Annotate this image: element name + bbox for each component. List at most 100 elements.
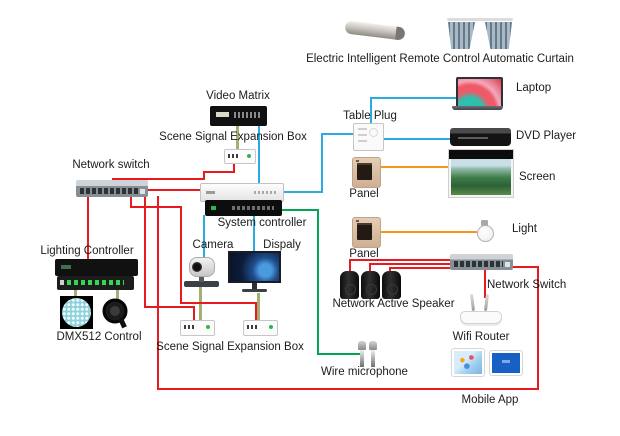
wire-segment — [378, 231, 477, 233]
label-camera: Camera — [192, 239, 234, 251]
router-antenna — [469, 293, 476, 312]
curtain-rod — [447, 18, 513, 21]
system-controller-icon — [205, 200, 282, 216]
wire-segment — [389, 267, 452, 269]
network-switch-right-icon — [450, 254, 513, 270]
bulb-cap — [481, 220, 488, 226]
camera-base — [184, 281, 219, 287]
curtains-icon — [447, 18, 513, 50]
monitor-screen — [228, 251, 281, 283]
wire-segment — [381, 138, 451, 140]
tablet-icon — [489, 350, 523, 376]
wire-segment — [258, 125, 260, 184]
wire-segment — [253, 215, 255, 253]
wire-segment — [484, 270, 486, 298]
wall-panel-icon — [352, 217, 381, 248]
wire-segment — [147, 189, 201, 191]
wire-segment — [370, 97, 372, 125]
label-laptop: Laptop — [516, 82, 552, 94]
scene-expansion-box-icon — [180, 320, 215, 336]
wire-segment — [74, 289, 77, 298]
wire-segment — [157, 196, 159, 390]
wire-segment — [321, 133, 323, 193]
label-wifi-router: Wifi Router — [452, 331, 510, 343]
label-network-switch-right: Network Switch — [487, 279, 567, 291]
label-network-switch-left: Network switch — [72, 159, 150, 171]
label-panel-2: Panel — [349, 248, 379, 260]
speaker-icon — [382, 271, 401, 299]
wire-segment — [257, 293, 260, 321]
dvd-player-icon — [450, 128, 511, 146]
laptop-base — [452, 106, 503, 110]
wire-segment — [180, 302, 257, 304]
wire-segment — [203, 171, 205, 179]
monitor-foot — [242, 289, 267, 292]
label-display: Dispaly — [263, 239, 301, 251]
video-matrix-icon — [210, 106, 267, 126]
laptop-icon — [452, 77, 503, 111]
lighting-controller-icon — [55, 259, 138, 276]
curtain-panel-left — [448, 22, 475, 49]
wire-segment — [317, 353, 360, 355]
microphone-icon — [369, 341, 377, 368]
wire-segment — [112, 178, 205, 180]
wire-segment — [389, 267, 391, 273]
stage-light-glyph — [102, 298, 128, 329]
wire-segment — [87, 196, 89, 261]
wire-segment — [349, 259, 452, 261]
wire-segment — [370, 97, 456, 99]
wire-segment — [378, 166, 449, 168]
wire-segment — [321, 133, 353, 135]
wire-segment — [255, 302, 257, 321]
label-screen: Screen — [519, 171, 556, 183]
mic-head — [369, 341, 377, 350]
label-curtain: Electric Intelligent Remote Control Auto… — [306, 53, 574, 65]
label-video-matrix: Video Matrix — [206, 90, 270, 102]
mic-body — [371, 350, 375, 367]
wire-segment — [317, 209, 319, 355]
label-lighting-controller: Lighting Controller — [40, 245, 134, 257]
label-dvd-player: DVD Player — [516, 130, 577, 142]
laptop-screen — [456, 77, 503, 108]
curtain-panel-right — [485, 22, 512, 49]
dmx-led-unit-icon — [57, 276, 134, 290]
wire-segment — [193, 306, 195, 321]
wire-segment — [282, 209, 319, 211]
wire-segment — [513, 266, 539, 268]
tablet-screen — [492, 353, 520, 373]
microphone-icon — [358, 341, 366, 368]
wire-segment — [157, 388, 539, 390]
speaker-icon — [361, 271, 380, 299]
label-speakers: Network Active Speaker — [332, 298, 455, 310]
curtain-motor-icon — [343, 16, 409, 48]
wire-segment — [180, 206, 182, 304]
wire-segment — [537, 266, 539, 390]
wire-segment — [369, 263, 452, 265]
label-panel-1: Panel — [349, 188, 379, 200]
label-table-plug: Table Plug — [343, 110, 397, 122]
disco-ball-icon — [60, 296, 93, 329]
ptz-camera-icon — [184, 255, 219, 288]
scene-expansion-box-icon — [243, 320, 278, 336]
wire-segment — [144, 306, 195, 308]
camera-head — [189, 257, 215, 277]
stage-light-icon — [100, 297, 134, 331]
bulb-globe — [477, 225, 494, 242]
label-scene-box-bottom: Scene Signal Expansion Box — [156, 341, 304, 353]
label-system-controller: System controller — [217, 217, 307, 229]
network-switch-left-icon — [76, 180, 148, 197]
light-bulb-icon — [476, 220, 494, 242]
monitor-stand — [252, 283, 257, 289]
label-mobile-app: Mobile App — [461, 394, 519, 406]
mic-head — [358, 341, 366, 350]
camera-neck — [199, 275, 204, 282]
wire-segment — [144, 196, 146, 308]
tablet-screen — [454, 351, 482, 374]
monitor-icon — [228, 251, 281, 294]
label-scene-box-top: Scene Signal Expansion Box — [159, 131, 307, 143]
wire-segment — [233, 161, 235, 172]
wifi-router-icon — [460, 293, 502, 324]
scene-expansion-box-icon — [224, 149, 256, 164]
wire-segment — [369, 263, 371, 273]
